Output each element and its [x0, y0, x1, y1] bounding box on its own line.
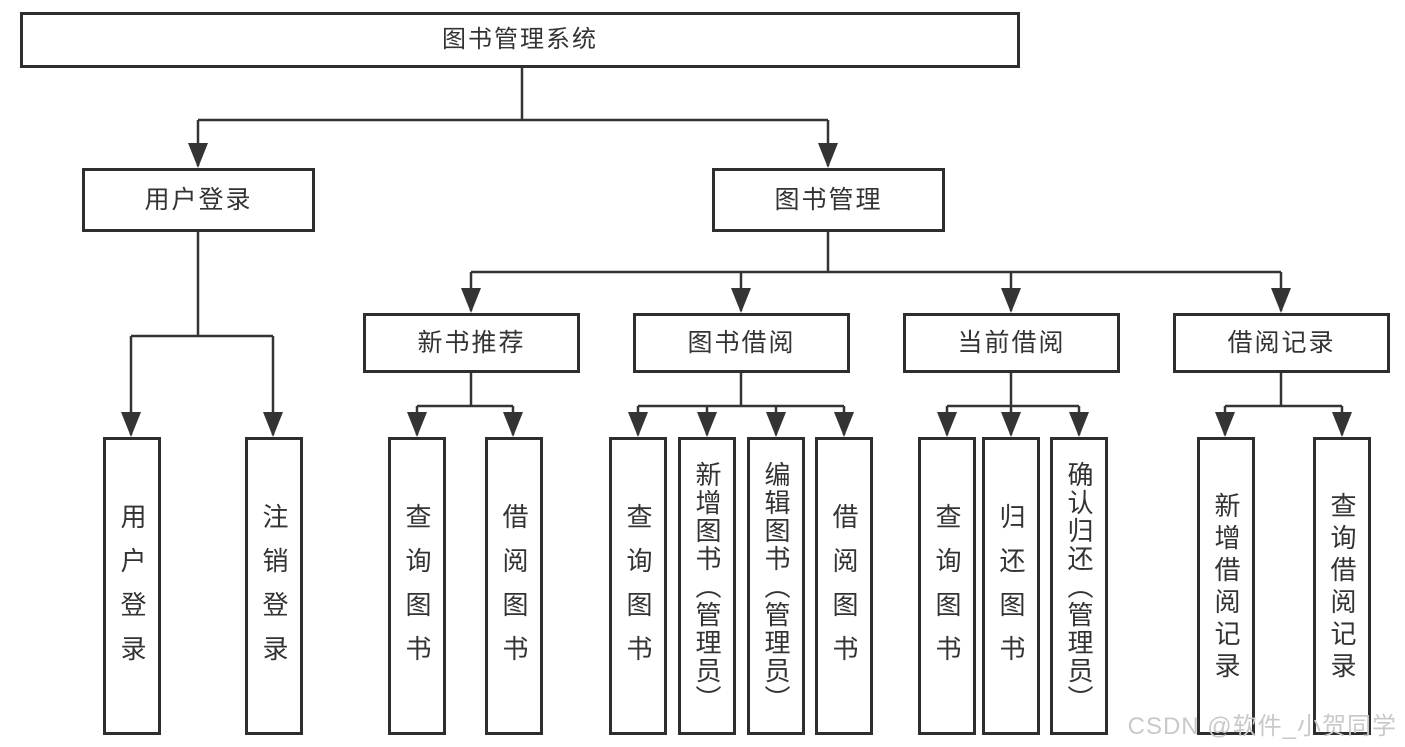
leaf-borrow-books-newbooks: 借阅图书: [485, 437, 543, 735]
node-book-management: 图书管理: [712, 168, 945, 232]
leaf-return-books: 归还图书: [982, 437, 1040, 735]
leaf-add-books-admin: 新增图书（管理员）: [678, 437, 736, 735]
csdn-watermark: CSDN @软件_小贺同学: [1127, 713, 1397, 740]
leaf-user-login: 用户登录: [103, 437, 161, 735]
node-borrow-records: 借阅记录: [1173, 313, 1390, 373]
node-current-borrow: 当前借阅: [903, 313, 1120, 373]
leaf-edit-books-admin: 编辑图书（管理员）: [747, 437, 805, 735]
node-root: 图书管理系统: [20, 12, 1020, 68]
leaf-query-books-borrow: 查询图书: [609, 437, 667, 735]
leaf-borrow-books-borrow: 借阅图书: [815, 437, 873, 735]
leaf-logout: 注销登录: [245, 437, 303, 735]
node-book-borrow: 图书借阅: [633, 313, 850, 373]
node-new-book-recommend: 新书推荐: [363, 313, 580, 373]
leaf-query-books-newbooks: 查询图书: [388, 437, 446, 735]
leaf-confirm-return-admin: 确认归还（管理员）: [1050, 437, 1108, 735]
leaf-query-books-current: 查询图书: [918, 437, 976, 735]
leaf-add-borrow-record: 新增借阅记录: [1197, 437, 1255, 735]
arrowheads: [121, 143, 1352, 437]
node-user-login: 用户登录: [82, 168, 315, 232]
leaf-query-borrow-record: 查询借阅记录: [1313, 437, 1371, 735]
